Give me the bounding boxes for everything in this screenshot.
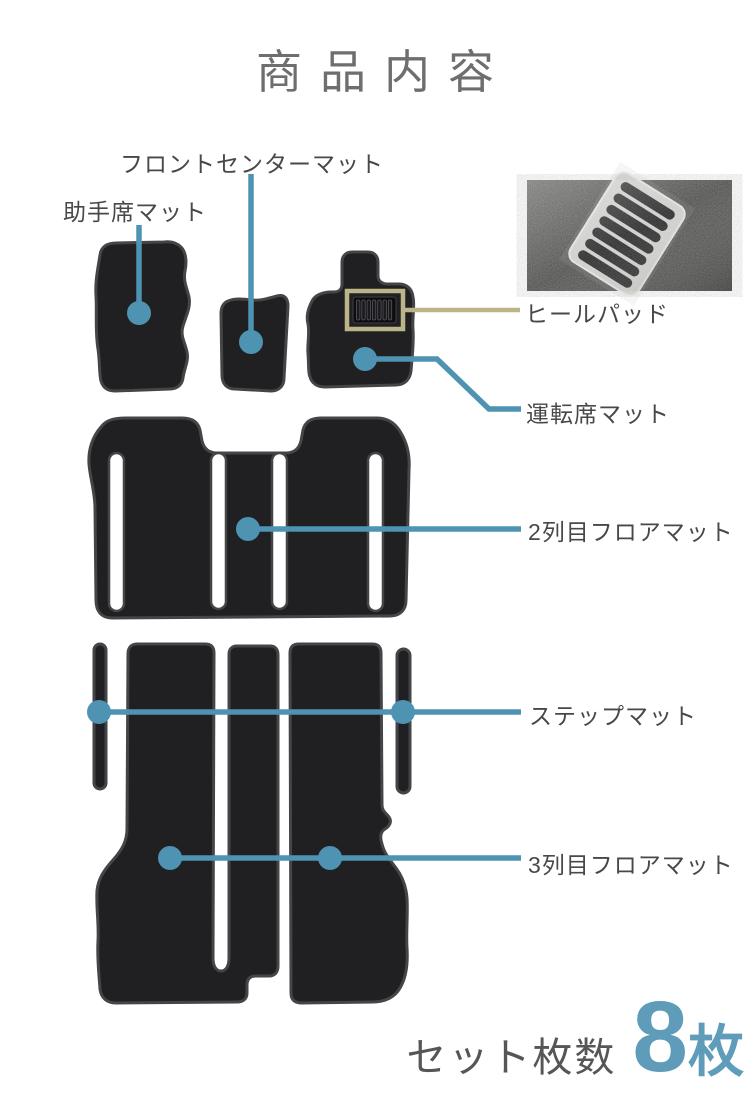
set-count-unit: 枚 [688, 1020, 744, 1083]
driver-connector-dot [353, 347, 377, 371]
set-count-number: 8 [632, 981, 688, 1093]
label-driver-mat: 運転席マット [526, 401, 670, 427]
second-row-mat-slit [107, 451, 126, 613]
third-row-mat-right-shape [288, 642, 409, 1005]
set-count-label: セット枚数 [406, 1036, 617, 1080]
step-right-connector-dot [391, 700, 415, 724]
label-heel-pad: ヒールパッド [525, 301, 669, 327]
third-row-right-connector-dot [318, 846, 342, 870]
second-row-mat-slit [366, 451, 385, 613]
second-row-mat-slit [209, 451, 228, 611]
step-left-connector-dot [87, 700, 111, 724]
passenger-connector-dot [127, 301, 151, 325]
label-second-row-mat: 2列目フロアマット [528, 519, 734, 545]
second-row-connector-dot [236, 517, 260, 541]
page-title: 商品内容 [256, 46, 512, 98]
label-front-center-mat: フロントセンターマット [120, 151, 384, 177]
set-count: セット枚数 8 枚 [406, 981, 744, 1093]
label-step-mat: ステップマット [529, 703, 697, 729]
front-center-connector-dot [239, 330, 263, 354]
third-row-mat-left-shape [95, 642, 280, 1005]
driver-mat-heel-pad-graphic [352, 296, 397, 324]
label-third-row-mat: 3列目フロアマット [528, 852, 734, 878]
driver-connector-line [365, 356, 521, 412]
label-passenger-mat: 助手席マット [63, 199, 207, 225]
third-row-left-connector-dot [158, 846, 182, 870]
heel-pad-photo [527, 171, 732, 297]
